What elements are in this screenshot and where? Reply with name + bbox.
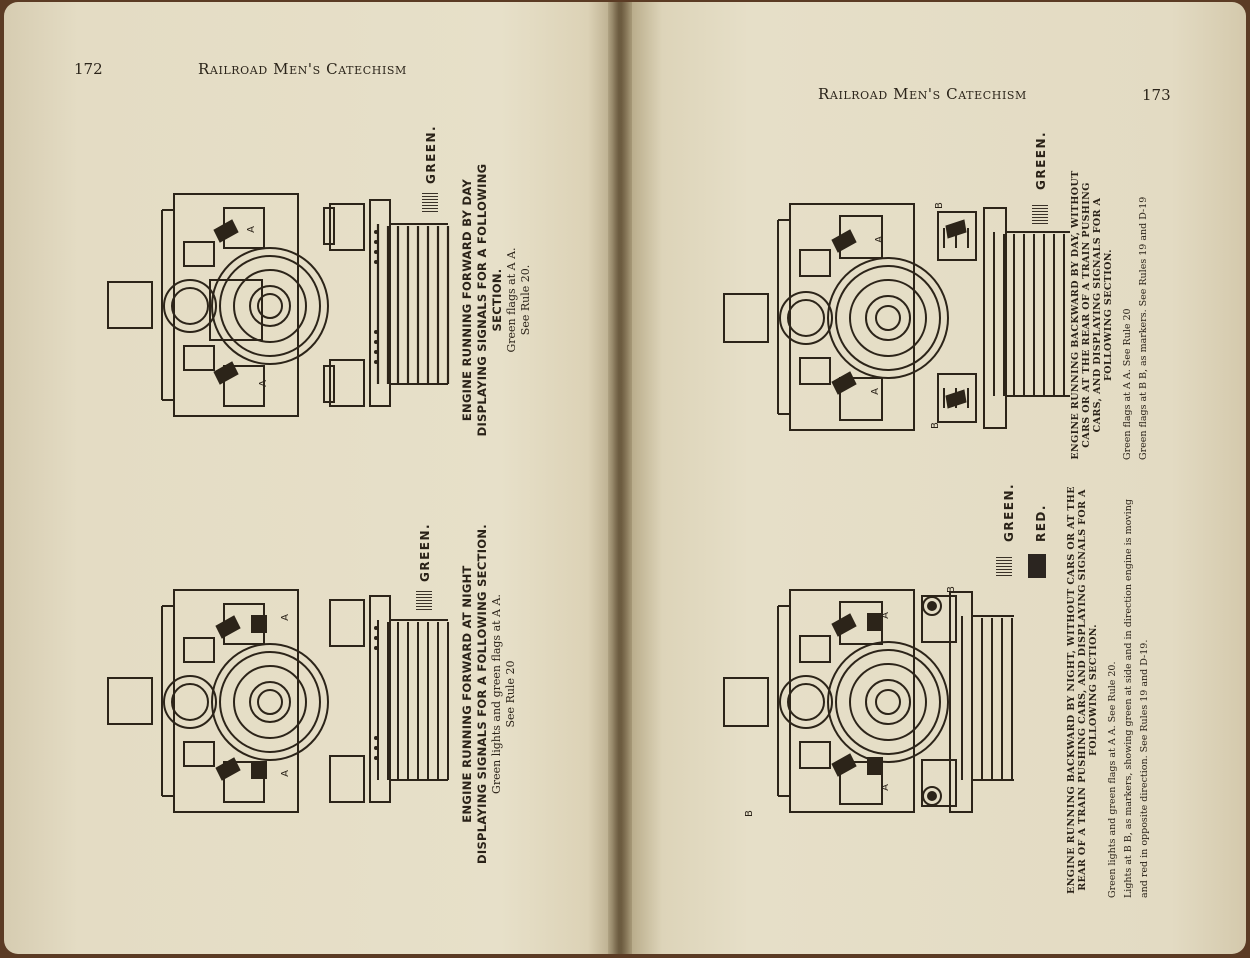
- running-head: Railroad Men's Catechism: [198, 60, 407, 78]
- page-number: 173: [1142, 86, 1171, 104]
- figure-caption: ENGINE RUNNING BACKWARD BY DAY, WITHOUT …: [1070, 170, 1152, 460]
- left-page: 172 Railroad Men's Catechism: [4, 2, 612, 954]
- figure-title: ENGINE RUNNING FORWARD AT NIGHT DISPLAYI…: [460, 524, 489, 864]
- legend-green-swatch: [1032, 204, 1048, 224]
- legend-green-label: GREEN.: [1002, 482, 1016, 542]
- figure-note: Green flags at A A. See Rule 20: [1122, 308, 1133, 460]
- figure-rule: See Rule 20.: [519, 264, 532, 336]
- page-number: 172: [74, 60, 103, 78]
- figure-caption: ENGINE RUNNING FORWARD BY DAY DISPLAYING…: [460, 142, 533, 458]
- legend-green-label: GREEN.: [418, 522, 432, 582]
- figure-note: Green flags at A A.: [505, 247, 518, 353]
- figure-title: ENGINE RUNNING BACKWARD BY NIGHT, WITHOU…: [1066, 486, 1099, 894]
- locomotive-illustration-backward-night: [718, 584, 1018, 824]
- marker-b-top: B: [933, 202, 945, 209]
- figure-note-markers: Green flags at B B, as markers. See Rule…: [1138, 196, 1149, 460]
- marker-a-bottom: A: [879, 784, 891, 791]
- legend-green-swatch: [416, 590, 432, 610]
- figure-note: Green lights and green flags at A A. See…: [1107, 661, 1118, 898]
- locomotive-illustration-forward-night: [102, 586, 454, 822]
- figure-note: Green lights and green flags at A A.: [490, 594, 503, 794]
- marker-a-top: A: [279, 614, 291, 621]
- marker-b-top: B: [945, 586, 957, 593]
- locomotive-illustration-backward-day: [718, 198, 1078, 442]
- right-page: Railroad Men's Catechism 173: [630, 2, 1246, 954]
- running-head: Railroad Men's Catechism: [818, 85, 1027, 103]
- marker-a-bottom: A: [869, 388, 881, 395]
- marker-a-top: A: [245, 226, 257, 233]
- legend-green-swatch: [996, 556, 1012, 576]
- legend-red-label: RED.: [1034, 504, 1048, 542]
- book-gutter: [608, 2, 632, 954]
- figure-note-rules: and red in opposite direction. See Rules…: [1139, 639, 1150, 898]
- marker-a-bottom: A: [279, 770, 291, 777]
- legend-red-swatch: [1028, 554, 1046, 578]
- figure-rule: See Rule 20: [504, 660, 517, 728]
- marker-b-bottom: B: [743, 810, 755, 817]
- figure-caption: ENGINE RUNNING BACKWARD BY NIGHT, WITHOU…: [1066, 482, 1153, 898]
- marker-a-top: A: [879, 612, 891, 619]
- marker-a-bottom: A: [257, 380, 269, 387]
- figure-note-markers: Lights at B B, as markers, showing green…: [1123, 499, 1134, 898]
- legend-green-swatch: [422, 192, 438, 212]
- open-book: 172 Railroad Men's Catechism: [4, 2, 1246, 954]
- marker-b-bottom: B: [929, 422, 941, 429]
- legend-green-label: GREEN.: [1034, 130, 1048, 190]
- figure-title: ENGINE RUNNING BACKWARD BY DAY, WITHOUT …: [1070, 170, 1114, 460]
- locomotive-illustration-forward-day: [102, 190, 454, 426]
- marker-a-top: A: [873, 236, 885, 243]
- figure-title: ENGINE RUNNING FORWARD BY DAY DISPLAYING…: [460, 163, 504, 437]
- legend-green-label: GREEN.: [424, 124, 438, 184]
- figure-caption: ENGINE RUNNING FORWARD AT NIGHT DISPLAYI…: [460, 524, 518, 864]
